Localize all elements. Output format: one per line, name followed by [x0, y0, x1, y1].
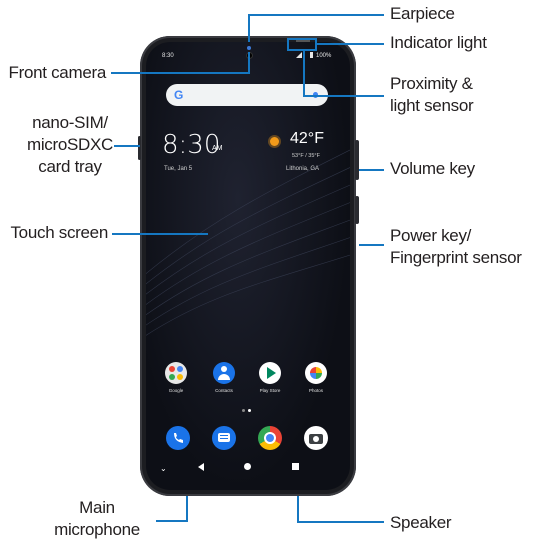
- signal-icon: [296, 52, 302, 58]
- app-photos[interactable]: Photos: [300, 362, 332, 393]
- back-icon[interactable]: [198, 463, 204, 471]
- proximity-sensor-label: Proximity & light sensor: [390, 74, 474, 115]
- photos-icon: [305, 362, 327, 384]
- app-label: Play Store: [259, 388, 281, 393]
- app-play-store[interactable]: Play Store: [254, 362, 286, 393]
- app-label: Photos: [308, 388, 323, 393]
- leader-proximity: [303, 95, 384, 97]
- proximity-sensor-box: [287, 38, 317, 51]
- camera-icon[interactable]: [304, 426, 328, 450]
- volume-key: [355, 140, 359, 180]
- google-folder-icon: [165, 362, 187, 384]
- contacts-icon: [213, 362, 235, 384]
- leader-power-key: [359, 244, 384, 246]
- messages-icon[interactable]: [212, 426, 236, 450]
- page-indicator: [242, 409, 245, 412]
- card-tray-label: nano-SIM/ microSDXC card tray: [26, 113, 114, 176]
- weather-hilo: 53°F / 35°F: [292, 153, 320, 159]
- app-label: Google: [168, 388, 184, 393]
- status-time: 8:30: [162, 53, 174, 59]
- battery-level: 100%: [316, 53, 332, 59]
- indicator-light-label: Indicator light: [390, 33, 487, 52]
- card-tray: [138, 136, 141, 160]
- play-store-icon: [259, 362, 281, 384]
- power-key-label: Power key/ Fingerprint sensor: [390, 226, 522, 267]
- recents-icon[interactable]: [292, 463, 299, 470]
- leader-card-tray: [114, 145, 140, 147]
- weather-city: Lithonia, GA: [286, 166, 320, 172]
- leader-proximity: [303, 50, 305, 97]
- battery-icon: [310, 52, 313, 58]
- app-label: Contacts: [215, 388, 233, 393]
- main-microphone-label: Main microphone: [54, 498, 140, 539]
- earpiece-label: Earpiece: [390, 4, 455, 23]
- weather-temperature[interactable]: 42°F: [290, 130, 324, 147]
- app-contacts[interactable]: Contacts: [208, 362, 240, 393]
- phone-icon[interactable]: [166, 426, 190, 450]
- indicator-light: [247, 46, 251, 50]
- clock-time[interactable]: 8:30: [162, 130, 221, 160]
- leader-indicator-light: [317, 43, 384, 45]
- touch-screen[interactable]: 8:30 100% G 8:30 AM Tue, Jan 5 42°F 53°F…: [146, 42, 350, 490]
- leader-front-camera: [111, 72, 249, 74]
- volume-key-label: Volume key: [390, 159, 475, 178]
- leader-volume-key: [359, 169, 384, 171]
- chevron-down-icon[interactable]: ⌄: [160, 464, 167, 473]
- leader-speaker: [297, 496, 299, 523]
- chrome-icon[interactable]: [258, 426, 282, 450]
- clock-ampm: AM: [212, 145, 223, 152]
- leader-main-microphone: [156, 520, 188, 522]
- power-key: [355, 196, 359, 224]
- app-google[interactable]: Google: [160, 362, 192, 393]
- leader-front-camera: [248, 52, 250, 74]
- leader-speaker: [297, 521, 384, 523]
- google-logo: G: [174, 88, 184, 102]
- wallpaper-lines: [146, 149, 350, 336]
- earpiece: [296, 40, 310, 42]
- leader-earpiece: [248, 14, 250, 42]
- leader-touch-screen: [112, 233, 208, 235]
- speaker-label: Speaker: [390, 513, 452, 532]
- sun-icon: [270, 137, 279, 146]
- leader-main-microphone: [186, 496, 188, 522]
- touch-screen-label: Touch screen: [10, 223, 108, 242]
- leader-earpiece: [248, 14, 384, 16]
- front-camera-label: Front camera: [8, 63, 107, 82]
- clock-date: Tue, Jan 5: [164, 166, 193, 172]
- home-icon[interactable]: [244, 463, 251, 470]
- page-indicator: [248, 409, 251, 412]
